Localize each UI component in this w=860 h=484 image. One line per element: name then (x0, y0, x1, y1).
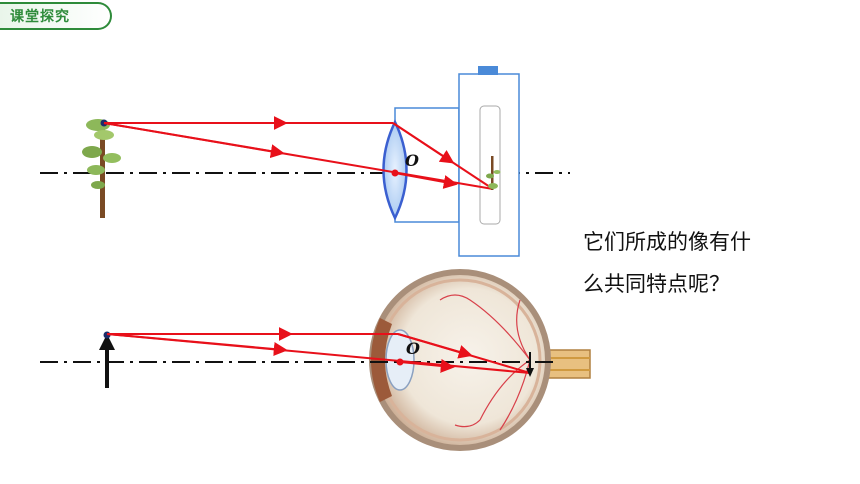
eye-center-label: O (406, 339, 420, 358)
question-line-1: 它们所成的像有什 (583, 230, 751, 254)
question-text: 它们所成的像有什 么共同特点呢？ (583, 221, 823, 305)
camera-body (394, 66, 520, 257)
camera-diagram: O (40, 66, 570, 257)
tree-object (82, 119, 121, 218)
section-tag: 课堂探究 (0, 2, 114, 32)
section-tag-background (0, 2, 112, 30)
retina-inverted-image (526, 352, 534, 377)
eye-diagram: O (40, 269, 591, 451)
camera-inverted-image (486, 156, 501, 190)
camera-center-label: O (405, 151, 419, 170)
question-line-2: 么共同特点呢？ (583, 272, 730, 296)
eyeball (369, 269, 591, 451)
camera-rays (103, 116, 494, 190)
section-tag-label: 课堂探究 (10, 9, 70, 25)
eye-rays (106, 327, 531, 374)
arrow-object (99, 331, 115, 388)
